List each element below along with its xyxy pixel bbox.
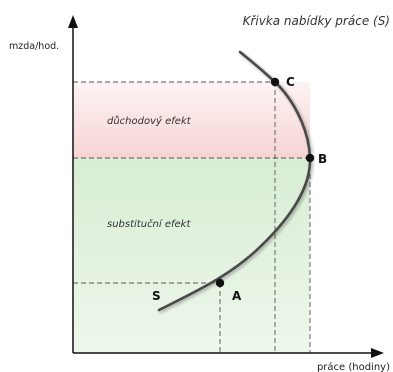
axes [72, 24, 375, 354]
point-b-marker [305, 153, 315, 163]
x-axis-label: práce (hodiny) [317, 361, 390, 372]
y-axis-arrow-icon [68, 15, 78, 28]
point-a-label: A [232, 289, 242, 303]
income-effect-label: důchodový efekt [107, 115, 192, 127]
guide-lines [73, 81, 311, 353]
point-c-label: C [286, 75, 295, 89]
chart-title: Křivka nabídky práce (S) [243, 14, 390, 28]
x-axis-arrow-icon [371, 348, 384, 358]
point-b-label: B [318, 152, 327, 166]
income-effect-region [73, 82, 310, 158]
curve-label-s: S [152, 289, 161, 303]
y-axis-label: mzda/hod. [9, 41, 59, 52]
point-c-marker [270, 77, 280, 87]
substitution-effect-region [73, 158, 310, 353]
point-a-marker [215, 278, 225, 288]
labor-supply-curve [157, 50, 312, 312]
substitution-effect-label: substituční efekt [107, 218, 191, 230]
